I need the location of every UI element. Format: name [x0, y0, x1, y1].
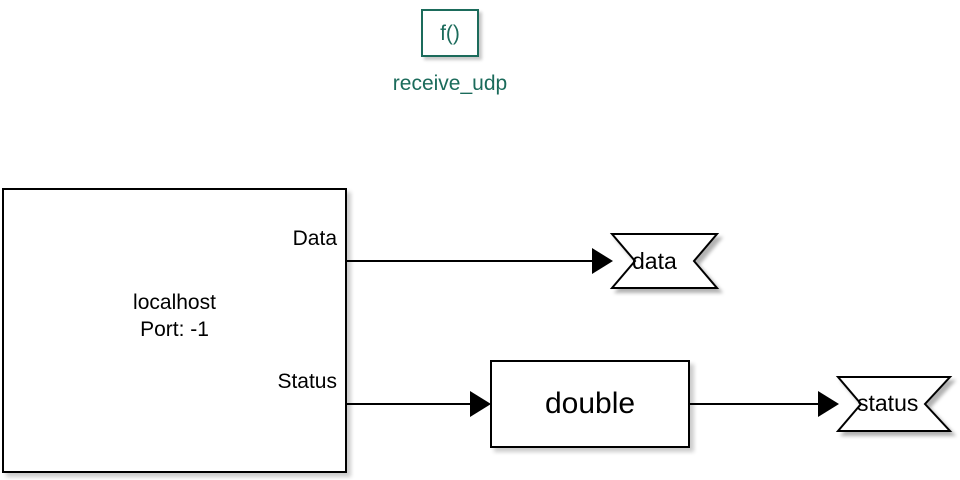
outport-label-data: data	[632, 248, 677, 274]
outport-label-status: status	[857, 390, 919, 416]
port-label-data: Data	[292, 227, 337, 250]
udp-block-parameters: localhost Port: -1	[4, 290, 345, 344]
outport-shape-data[interactable]	[609, 233, 720, 289]
arrowhead-double-input	[470, 391, 491, 417]
udp-receive-block[interactable]: localhost Port: -1 Data Status	[2, 188, 347, 473]
data-type-conversion-block[interactable]: double	[490, 360, 690, 448]
udp-port: Port: -1	[140, 317, 209, 341]
port-label-status: Status	[277, 370, 337, 393]
conversion-block-label: double	[544, 387, 636, 420]
function-glyph: f()	[440, 21, 460, 45]
udp-host: localhost	[133, 291, 216, 314]
arrowhead-status	[818, 391, 839, 417]
function-block[interactable]: f()	[421, 9, 479, 57]
function-block-label: receive_udp	[392, 72, 508, 95]
outport-shape-status[interactable]	[835, 376, 953, 432]
arrowhead-data	[592, 248, 613, 274]
